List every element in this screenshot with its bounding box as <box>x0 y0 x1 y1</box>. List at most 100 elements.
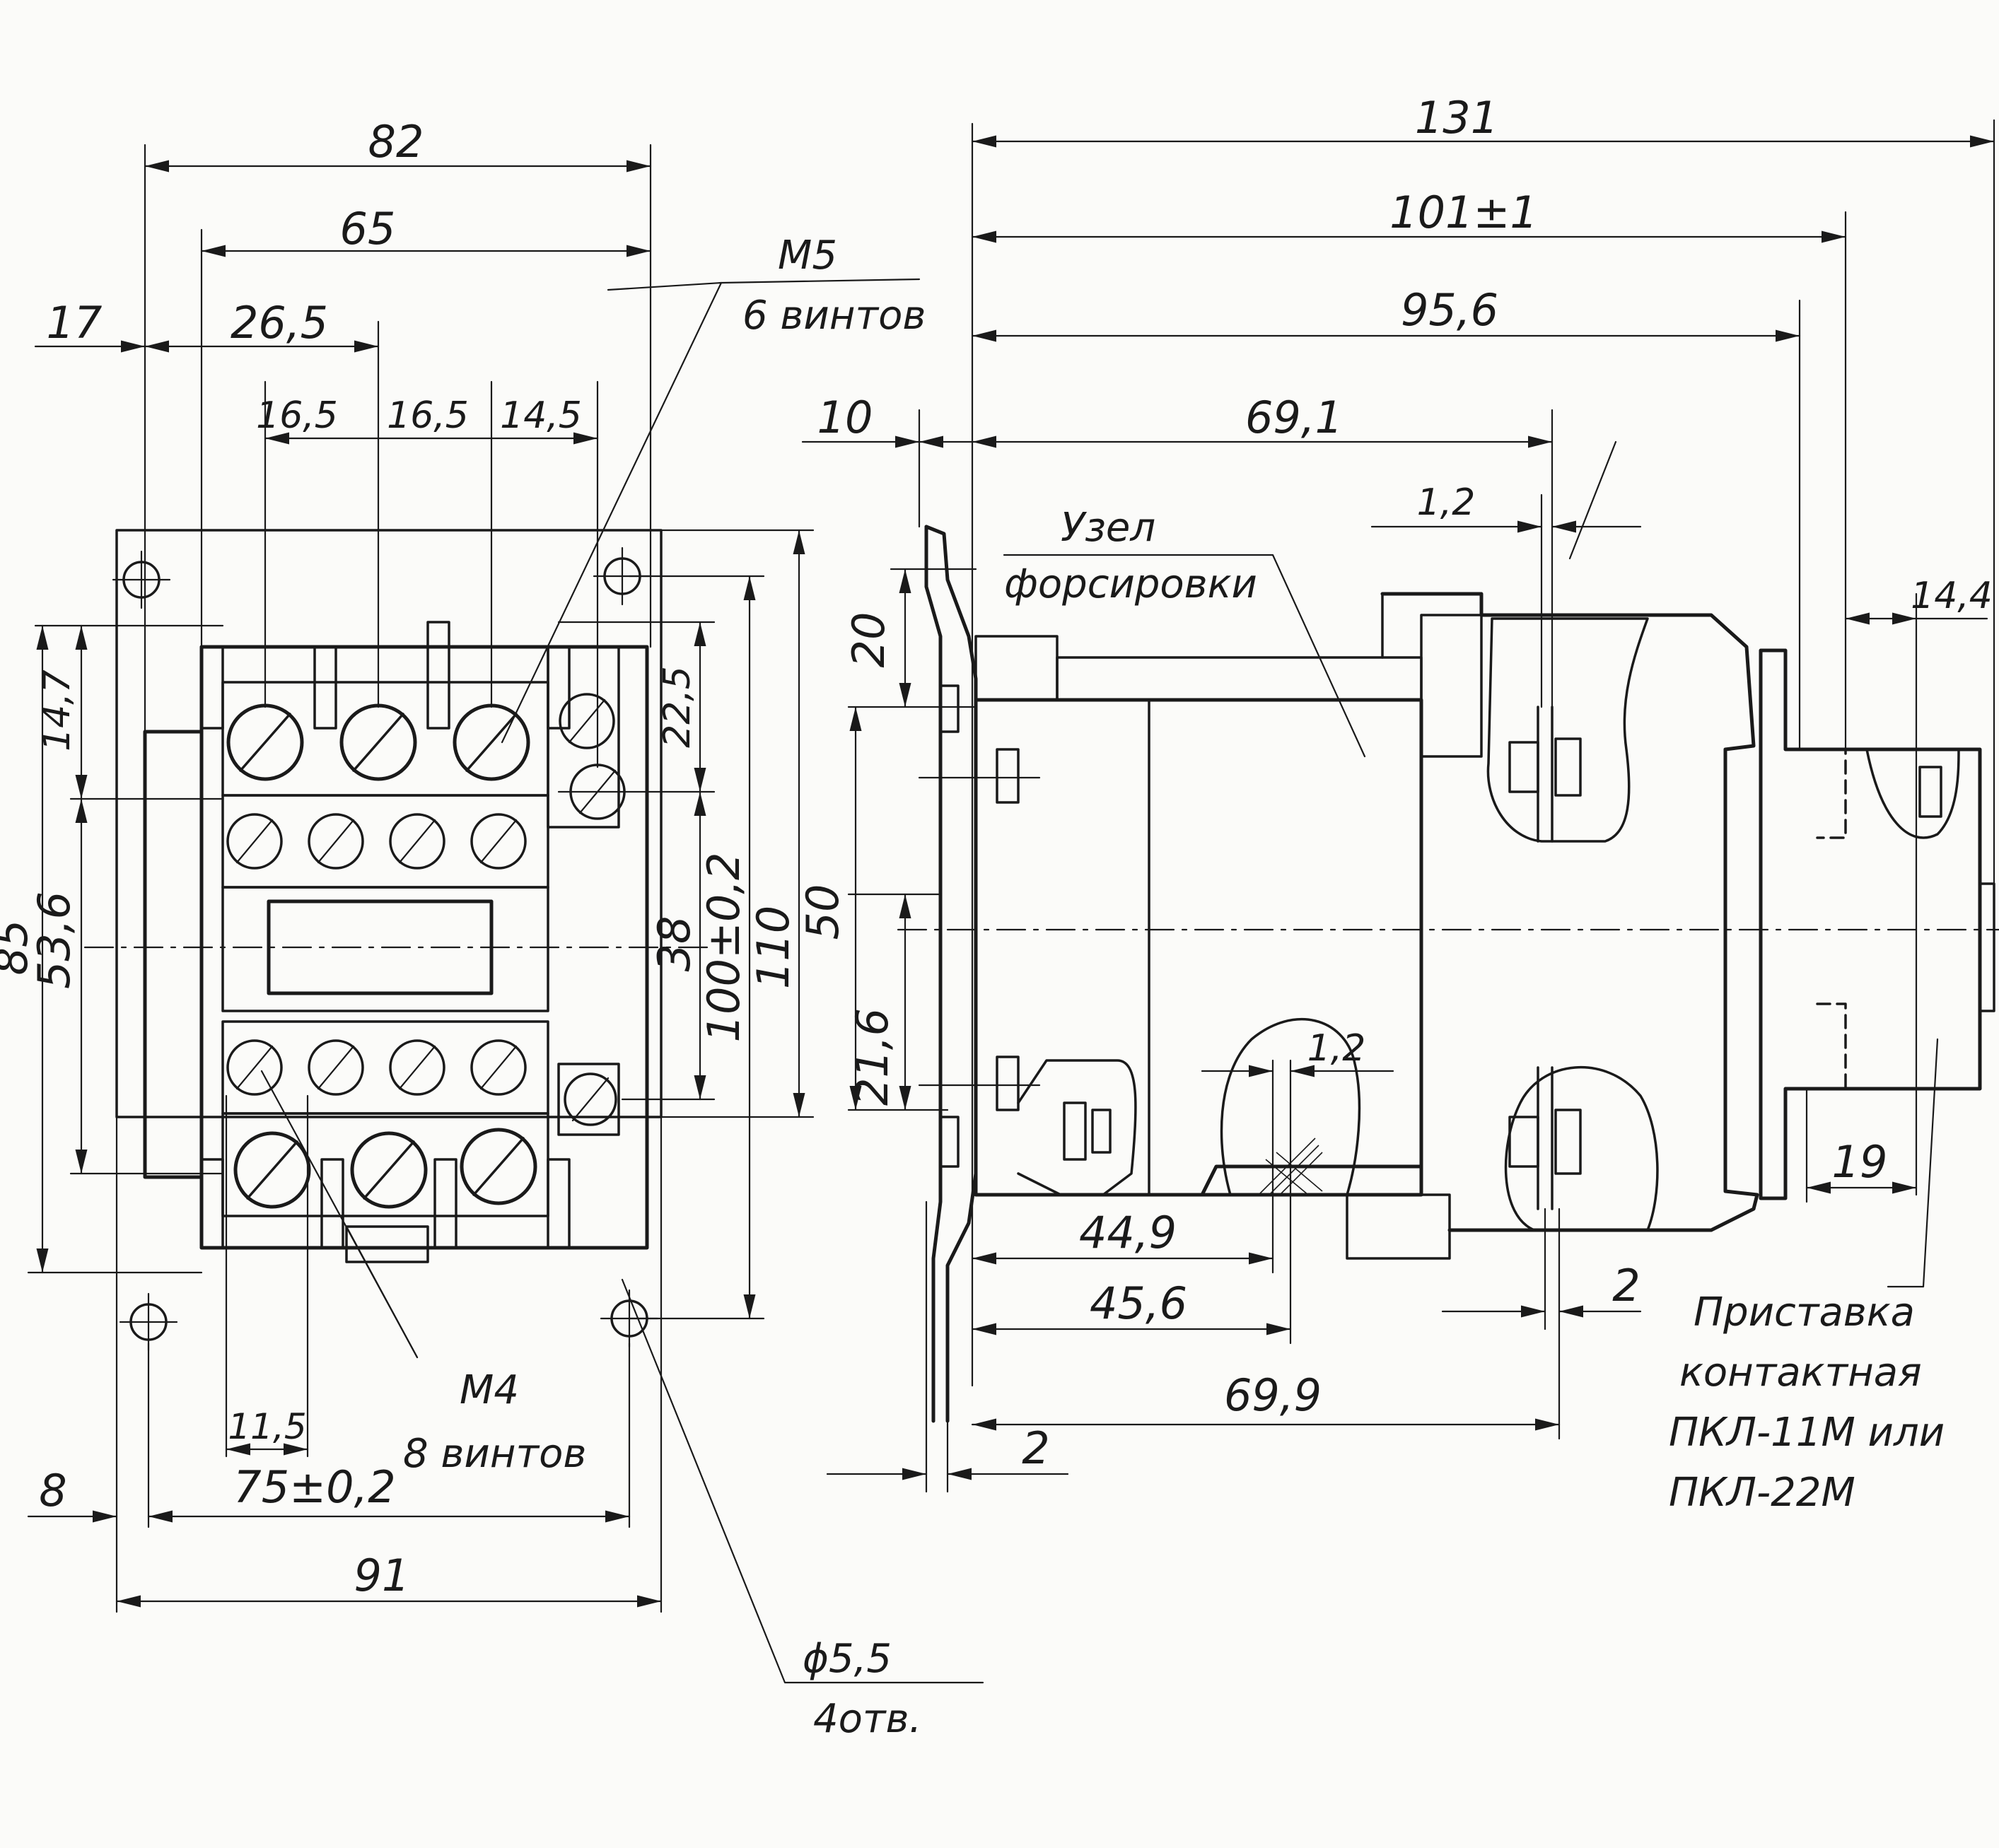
label-attachment-2: контактная <box>1679 1350 1922 1396</box>
dim-2-right: 2 <box>1612 1260 1640 1311</box>
m4-screw-icons <box>226 693 626 1126</box>
dim-21-6: 21,6 <box>846 1008 898 1106</box>
label-forcing-unit-2: форсировки <box>1004 561 1257 607</box>
dim-75: 75±0,2 <box>233 1461 395 1513</box>
dim-11-5: 11,5 <box>228 1406 306 1447</box>
housing-step <box>1420 614 1483 758</box>
dim-95-6: 95,6 <box>1401 284 1498 336</box>
screw-icon <box>1063 1101 1112 1161</box>
side-view: 131 101±1 95,6 69,1 10 1,2 1,2 20 50 21,… <box>797 92 1999 1516</box>
dim-16-5-a: 16,5 <box>256 394 338 437</box>
dim-1-2-bottom: 1,2 <box>1307 1027 1366 1070</box>
dim-14-7: 14,7 <box>36 669 78 752</box>
m4-terminal-row-top <box>221 794 549 889</box>
label-hole-count: 4отв. <box>813 1696 921 1742</box>
mounting-hole-icons <box>112 546 659 1352</box>
screw-icon <box>339 703 417 781</box>
screw-icon <box>226 703 304 781</box>
mounting-plate <box>115 529 663 1118</box>
label-m4-count: 8 винтов <box>403 1431 586 1477</box>
cutaway-middle <box>1220 1017 1361 1196</box>
dim-19: 19 <box>1832 1136 1888 1188</box>
dim-100: 100±0,2 <box>698 853 750 1043</box>
label-hole-diameter: ϕ5,5 <box>803 1636 892 1682</box>
dim-22-5: 22,5 <box>656 666 699 748</box>
cutaway-bottom <box>1504 1066 1659 1232</box>
housing-foot <box>1346 1193 1451 1260</box>
screw-icon <box>389 813 445 870</box>
screw-icon <box>470 1039 527 1096</box>
dim-82: 82 <box>368 116 424 168</box>
top-tab <box>974 635 1059 701</box>
cutaway-attachment <box>1865 748 1960 839</box>
label-m5: M5 <box>778 233 837 279</box>
side-screw-icons <box>918 684 1942 1175</box>
dim-2-bottom: 2 <box>1022 1422 1049 1474</box>
dim-17: 17 <box>47 297 103 349</box>
front-leaders <box>260 278 984 1684</box>
side-extension-lines <box>847 119 1995 1493</box>
dim-14-4: 14,4 <box>1911 575 1993 617</box>
dim-38: 38 <box>648 916 700 972</box>
dim-1-2-top: 1,2 <box>1417 481 1476 524</box>
screw-icon <box>460 1128 537 1205</box>
dim-14-5: 14,5 <box>500 394 582 437</box>
label-forcing-unit-1: Узел <box>1061 505 1155 551</box>
screw-icon <box>389 1039 445 1096</box>
side-leaders <box>1003 440 1939 1288</box>
m5-screw-icons <box>226 703 537 1209</box>
side-texts: 131 101±1 95,6 69,1 10 1,2 1,2 20 50 21,… <box>797 92 1993 1516</box>
screw-icon <box>308 813 364 870</box>
screw-icon <box>559 693 615 749</box>
dim-45-6: 45,6 <box>1090 1277 1187 1329</box>
front-texts: 82 65 17 26,5 16,5 16,5 14,5 85 14,7 53,… <box>0 116 926 1742</box>
dim-26-5: 26,5 <box>231 297 328 349</box>
screw-icon <box>470 813 527 870</box>
coil-body <box>974 698 1423 1197</box>
aux-contact-bottom <box>557 1063 620 1136</box>
top-plate <box>1056 656 1423 701</box>
cutaway-top <box>1486 617 1649 843</box>
label-m4: M4 <box>460 1367 519 1413</box>
dim-8: 8 <box>39 1465 66 1516</box>
screw-icon <box>453 703 530 781</box>
dim-44-9: 44,9 <box>1079 1207 1177 1258</box>
screw-icon <box>1918 766 1942 818</box>
label-attachment-1: Приставка <box>1694 1289 1915 1335</box>
label-attachment-4: ПКЛ-22М <box>1669 1470 1855 1516</box>
dim-69-1: 69,1 <box>1245 392 1343 443</box>
label-attachment-3: ПКЛ-11М или <box>1669 1410 1945 1456</box>
screw-icon <box>350 1131 428 1209</box>
dim-65: 65 <box>340 203 396 255</box>
dim-16-5-b: 16,5 <box>387 394 469 437</box>
dim-110: 110 <box>747 906 799 989</box>
dim-50: 50 <box>797 884 849 940</box>
screw-icon <box>939 684 960 733</box>
mounting-bracket-inner <box>924 525 943 1423</box>
forcing-unit-bracket <box>1017 1059 1137 1196</box>
label-m5-count: 6 винтов <box>742 293 926 339</box>
m5-terminal-row-bottom <box>221 1112 549 1217</box>
hole-icon <box>112 550 171 609</box>
screw-icon <box>1508 737 1582 797</box>
front-view: 82 65 17 26,5 16,5 16,5 14,5 85 14,7 53,… <box>0 116 984 1742</box>
aux-contact-block <box>547 645 620 829</box>
side-dimension-lines <box>801 135 1995 1480</box>
hidden-contact-bottom <box>1816 1002 1847 1090</box>
screw-icon <box>1508 1109 1582 1175</box>
main-housing <box>1380 592 1759 1232</box>
hidden-contact-top <box>1816 748 1847 839</box>
dim-10: 10 <box>817 392 873 443</box>
dim-91: 91 <box>354 1550 410 1601</box>
dim-20: 20 <box>843 612 894 668</box>
attachment-button <box>1978 882 1995 1012</box>
dim-53-6: 53,6 <box>28 891 80 989</box>
screw-icon <box>564 1072 617 1126</box>
screw-icon <box>918 748 1041 804</box>
screw-icon <box>226 1039 283 1096</box>
front-dimension-lines <box>27 160 805 1608</box>
dim-101: 101±1 <box>1389 187 1538 238</box>
screw-icon <box>226 813 283 870</box>
